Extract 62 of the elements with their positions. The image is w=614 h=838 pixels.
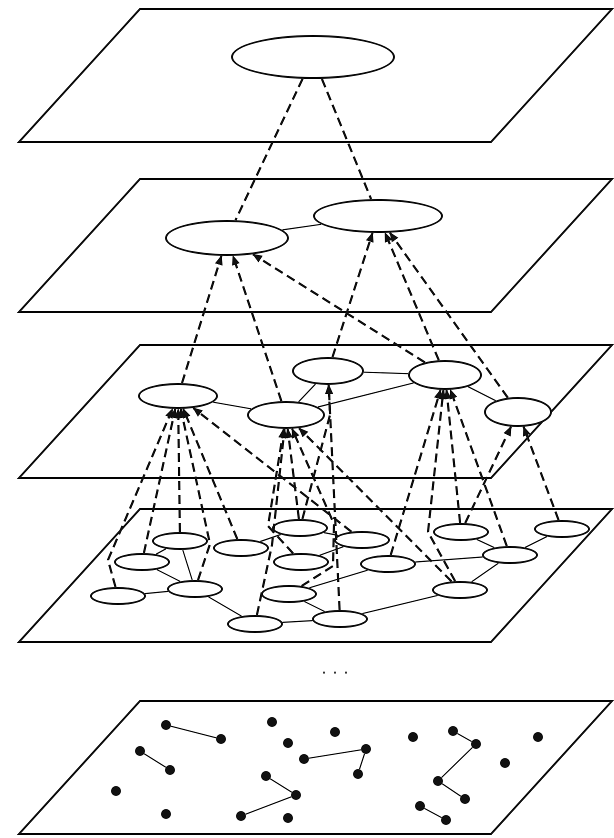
connector-line: [415, 556, 483, 563]
connector-line: [156, 548, 166, 555]
dashed-arrow: [178, 408, 212, 580]
dashed-arrow: [443, 389, 462, 524]
connector-line: [441, 747, 473, 778]
ellipsis-text: · · ·: [321, 662, 349, 682]
connector-line: [213, 402, 252, 410]
dashed-arrow: [291, 428, 336, 587]
layer-plane: [18, 508, 613, 643]
connector-line: [468, 386, 496, 402]
connector-line: [524, 536, 548, 548]
connector-line: [424, 808, 442, 818]
dashed-arrow: [298, 427, 452, 582]
connector-line: [170, 726, 216, 738]
connector-line: [471, 562, 499, 582]
connector-line: [260, 534, 281, 542]
connector-line: [282, 224, 322, 230]
dashed-arrow: [284, 428, 300, 520]
dashed-arrow: [182, 408, 238, 540]
connector-line: [144, 590, 168, 594]
connector-line: [364, 372, 408, 374]
dashed-arrow: [256, 428, 288, 616]
dashed-arrow: [142, 408, 178, 554]
connector-line: [308, 749, 362, 759]
layer-plane: [18, 344, 613, 479]
connector-line: [156, 569, 180, 582]
dashed-arrow: [192, 407, 352, 533]
connector-line: [358, 754, 366, 770]
dashed-arrow: [180, 254, 223, 384]
connector-line: [270, 778, 292, 793]
layer-plane: [18, 178, 613, 313]
connector-line: [457, 732, 472, 742]
connector-line: [318, 382, 414, 408]
connector-line: [282, 620, 313, 623]
dashed-arrow: [252, 253, 426, 364]
connector-line: [208, 596, 242, 617]
dashed-arrow: [389, 232, 509, 398]
layer-plane: [18, 700, 613, 835]
connector-line: [245, 796, 292, 815]
dashed-arrow: [232, 254, 282, 402]
dashed-arrow: [266, 428, 294, 554]
layer-plane: [18, 8, 613, 143]
connector-line: [319, 546, 344, 556]
connector-line: [362, 594, 438, 614]
connector-line: [298, 384, 316, 402]
connector-line: [144, 753, 166, 768]
dashed-arrow: [106, 408, 174, 588]
connector-line: [476, 538, 494, 548]
dashed-arrow: [449, 388, 508, 546]
dashed-arrow: [325, 384, 341, 610]
connector-line: [324, 532, 338, 536]
dashed-arrow: [390, 388, 442, 556]
dashed-arrow: [384, 232, 440, 361]
connector-line: [309, 570, 368, 588]
dashed-arrow: [426, 389, 456, 582]
dashed-arrow: [522, 426, 560, 520]
dashed-arrow: [331, 232, 374, 358]
connector-line: [442, 783, 462, 797]
dashed-arrow: [174, 408, 182, 532]
connector-line: [304, 600, 325, 612]
dashed-arrow: [464, 426, 512, 524]
connector-line: [182, 550, 193, 580]
